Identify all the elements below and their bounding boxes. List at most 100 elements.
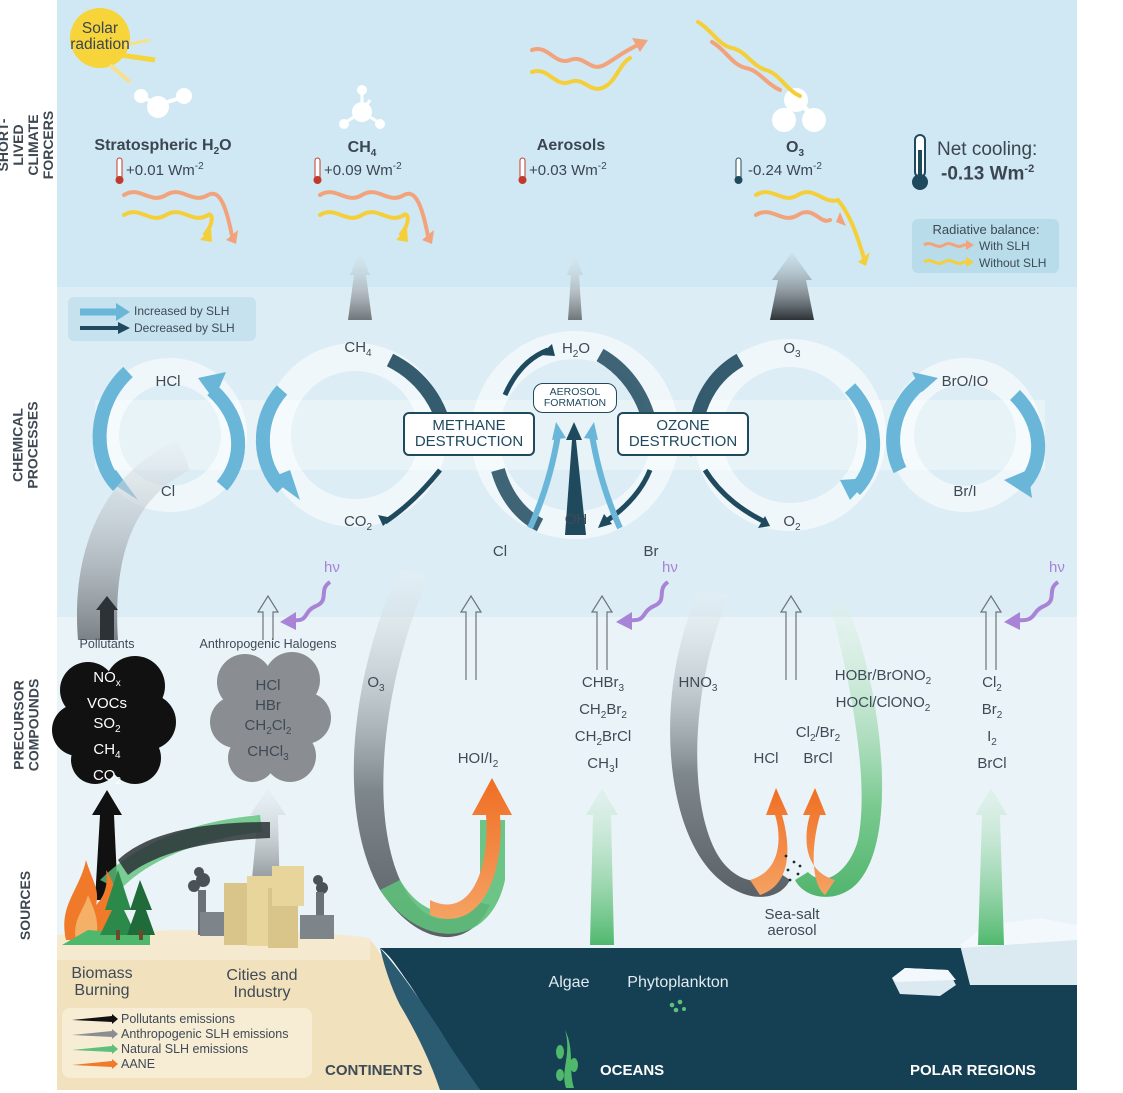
emission-legend-aane: AANE bbox=[121, 1057, 156, 1071]
radiative-legend-title: Radiative balance: bbox=[932, 222, 1040, 237]
emission-legend-pollutants: Pollutants emissions bbox=[121, 1012, 235, 1026]
hv-label-3: hν bbox=[1049, 559, 1065, 576]
aerosol-formation-arrows bbox=[527, 422, 623, 535]
chem-o3: O3 bbox=[783, 340, 801, 360]
forcer-h2o-name: Stratospheric H2O bbox=[94, 137, 232, 158]
methane-arrowhead-2 bbox=[378, 515, 392, 526]
precursor-hcl-ocean: HCl bbox=[753, 750, 779, 767]
pollutant-plume bbox=[76, 440, 190, 640]
chem-hcl: HCl bbox=[155, 373, 181, 390]
ocean-green-arrow bbox=[586, 788, 618, 945]
forcer-h2o-value: +0.01 Wm-2 bbox=[126, 161, 204, 179]
ozone-arrowhead-2 bbox=[840, 478, 870, 500]
emission-legend-box bbox=[62, 1008, 312, 1078]
precursor-hobr-hocl: HOBr/BrONO2 HOCl/ClONO2 bbox=[834, 667, 932, 714]
row-label-precursor: PRECURSOR COMPOUNDS bbox=[10, 678, 42, 772]
biomass-burning-icon bbox=[62, 860, 155, 945]
o3-land-arm bbox=[353, 570, 490, 938]
hoi-orange-arrow bbox=[430, 778, 512, 919]
precursor-o3-land: O3 bbox=[367, 674, 385, 694]
sun-icon bbox=[70, 8, 156, 84]
hno3-gray-arm bbox=[670, 590, 790, 897]
radiative-legend-with: With SLH bbox=[979, 239, 1030, 253]
emission-legend-anthropogenic: Anthropogenic SLH emissions bbox=[121, 1027, 289, 1041]
glacier bbox=[960, 918, 1077, 985]
halogens-list: HCl HBr CH2Cl2 CHCl3 bbox=[244, 677, 292, 763]
forcer-o3-value: -0.24 Wm-2 bbox=[748, 161, 822, 179]
solar-radiation-label: Solar radiation bbox=[70, 20, 130, 54]
bro-arrowhead-1 bbox=[912, 372, 938, 392]
chem-cl-low: Cl bbox=[492, 543, 508, 560]
hv-arrows bbox=[291, 580, 1060, 623]
bro-arrowhead-2 bbox=[1004, 470, 1032, 498]
forcer-up-arrows bbox=[348, 252, 814, 320]
halogens-label: Anthropogenic Halogens bbox=[199, 637, 337, 651]
algae-icon bbox=[556, 1030, 578, 1088]
chem-br-low: Br bbox=[643, 543, 659, 560]
chem-oh: OH bbox=[564, 511, 588, 528]
emission-legend-swatches bbox=[72, 1014, 118, 1069]
chem-h2o: H2O bbox=[561, 340, 591, 360]
precursor-cl2-br2: Cl2/Br2 bbox=[795, 724, 841, 744]
pollutants-list: NOx VOCs SO2 CH4 CO2 bbox=[86, 669, 128, 787]
source-seasalt: Sea-salt aerosol bbox=[764, 906, 820, 939]
ice-floe bbox=[892, 968, 956, 996]
polar-green-arrow bbox=[975, 788, 1007, 945]
water-arrowhead bbox=[540, 344, 555, 356]
forcer-ch4-name: CH4 bbox=[347, 139, 377, 160]
chem-o2: O2 bbox=[783, 513, 801, 533]
chem-cl: Cl bbox=[160, 483, 176, 500]
dark-emission-arrow bbox=[118, 822, 270, 875]
hobr-green-arm bbox=[795, 600, 883, 897]
hv-label-1: hν bbox=[324, 559, 340, 576]
methane-arrowhead-1 bbox=[270, 470, 300, 500]
industry-icon bbox=[188, 866, 334, 948]
ch4-molecule-icon bbox=[339, 85, 385, 129]
precursor-polar-list: Cl2 Br2 I2 BrCl bbox=[977, 674, 1007, 772]
precursor-hoi: HOI/I2 bbox=[457, 750, 499, 770]
region-oceans: OCEANS bbox=[600, 1062, 665, 1079]
forcer-aerosols-value: +0.03 Wm-2 bbox=[529, 161, 607, 179]
chem-br-i: Br/I bbox=[953, 483, 977, 500]
source-cities-industry: Cities and Industry bbox=[226, 967, 298, 1001]
source-phytoplankton: Phytoplankton bbox=[627, 974, 729, 991]
radiation-arrowheads bbox=[200, 38, 870, 266]
source-biomass-burning: Biomass Burning bbox=[71, 965, 133, 999]
precursor-up-arrows bbox=[96, 594, 1003, 680]
thermometer-icons bbox=[115, 134, 928, 190]
o3-molecule-icon bbox=[772, 88, 826, 132]
chem-ch4: CH4 bbox=[344, 339, 372, 359]
precursor-brcl-ocean: BrCl bbox=[803, 750, 833, 767]
slh-legend-increased: Increased by SLH bbox=[134, 304, 230, 318]
phytoplankton-icon bbox=[669, 999, 686, 1013]
hv-label-2: hν bbox=[662, 559, 678, 576]
pollutants-cloud bbox=[52, 656, 176, 784]
ocean-shelf bbox=[380, 948, 480, 1090]
row-label-sources: SOURCES bbox=[17, 870, 34, 940]
source-algae: Algae bbox=[548, 974, 590, 991]
forcer-ch4-value: +0.09 Wm-2 bbox=[324, 161, 402, 179]
region-continents: CONTINENTS bbox=[325, 1062, 423, 1079]
row-label-forcers: SHORT-LIVED CLIMATE FORCERS bbox=[0, 110, 57, 180]
emission-legend-natural: Natural SLH emissions bbox=[121, 1042, 249, 1056]
hcl-arrowhead-2 bbox=[198, 372, 226, 400]
halogens-cloud bbox=[210, 652, 331, 782]
net-cooling-label: Net cooling: bbox=[937, 139, 1038, 160]
precursor-hno3: HNO3 bbox=[678, 674, 718, 694]
region-polar: POLAR REGIONS bbox=[910, 1062, 1036, 1079]
precursor-bromocarbons: CHBr3 CH2Br2 CH2BrCl CH3I bbox=[574, 674, 632, 775]
chem-co2: CO2 bbox=[343, 513, 373, 533]
seasalt-orange-left bbox=[750, 788, 788, 895]
net-cooling-value: -0.13 Wm-2 bbox=[941, 163, 1035, 185]
slh-legend-decreased: Decreased by SLH bbox=[134, 321, 235, 335]
seasalt-particles bbox=[784, 854, 802, 882]
forcer-aerosols-name: Aerosols bbox=[536, 137, 606, 154]
h2o-molecule-icon bbox=[134, 88, 192, 118]
oh-arrowhead bbox=[598, 514, 612, 528]
radiative-legend-without: Without SLH bbox=[979, 256, 1047, 270]
